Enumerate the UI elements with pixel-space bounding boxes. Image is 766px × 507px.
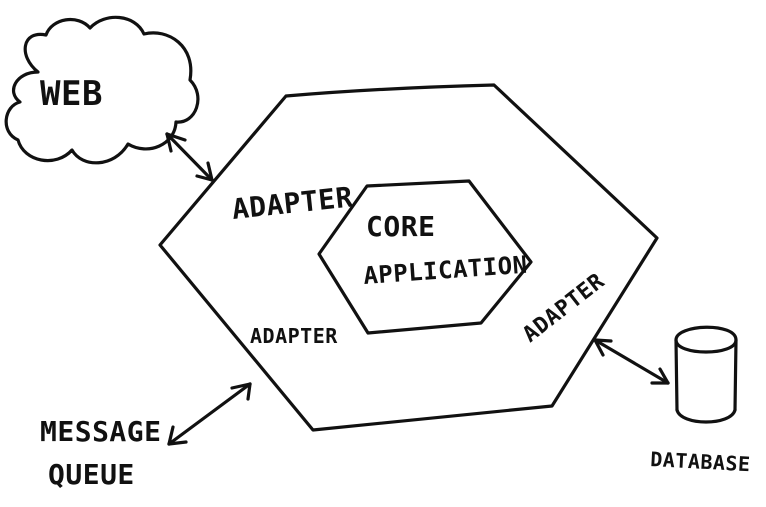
cloud-icon <box>4 15 200 165</box>
outer-hexagon <box>158 83 659 432</box>
web-label: WEB <box>40 74 103 114</box>
message-queue-label-line1: MESSAGE <box>40 415 162 448</box>
web-adapter-double-arrow-icon <box>165 132 214 182</box>
inner-hexagon <box>317 179 533 335</box>
adapter-bottom-label: ADAPTER <box>250 324 338 348</box>
core-label-line1: CORE <box>366 210 435 243</box>
message-queue-label-line2: QUEUE <box>48 458 135 491</box>
queue-adapter-double-arrow-icon <box>167 382 252 446</box>
cylinder-icon <box>674 325 738 424</box>
database-label: DATABASE <box>650 447 751 476</box>
adapter-database-double-arrow-icon <box>593 338 670 385</box>
adapter-top-label: ADAPTER <box>230 180 354 226</box>
core-label-line2: APPLICATION <box>362 251 528 290</box>
